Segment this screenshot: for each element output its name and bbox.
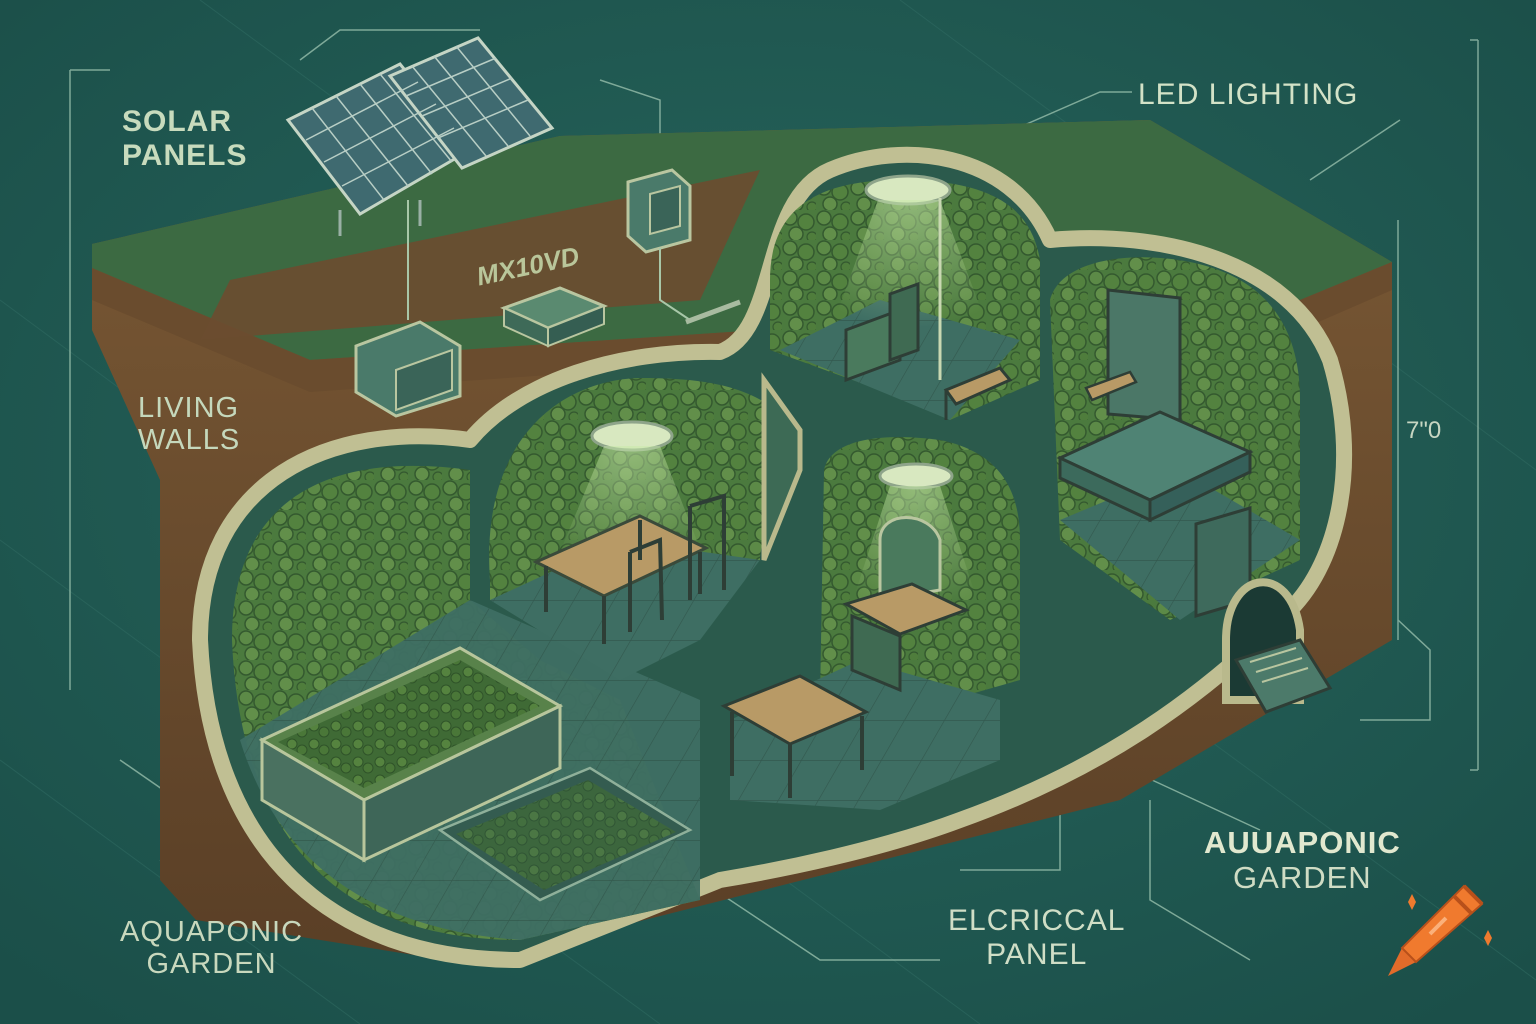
upper-room bbox=[770, 174, 1040, 420]
aquaponic-garden-label-right: AUUAPONIC GARDEN bbox=[1204, 825, 1401, 895]
solar-panels bbox=[285, 36, 555, 320]
aquaponic-garden-label-left: AQUAPONIC GARDEN bbox=[120, 916, 304, 981]
crayon-icon bbox=[1388, 884, 1492, 976]
dining-room bbox=[489, 372, 803, 680]
bedroom bbox=[1050, 257, 1300, 620]
electrical-equipment bbox=[354, 168, 741, 418]
exit-tunnel bbox=[1222, 578, 1333, 714]
solar-panels-label: SOLAR PANELS bbox=[122, 105, 248, 172]
dimension-label: 7"0 bbox=[1406, 417, 1442, 444]
garden-room bbox=[232, 465, 700, 940]
led-lighting-label: LED LIGHTING bbox=[1138, 78, 1359, 111]
living-walls-label: LIVING WALLS bbox=[138, 392, 241, 457]
dirt-deck bbox=[200, 170, 760, 340]
office-room bbox=[720, 437, 1020, 810]
electrical-panel-label: ELCRICCAL PANEL bbox=[948, 904, 1126, 971]
